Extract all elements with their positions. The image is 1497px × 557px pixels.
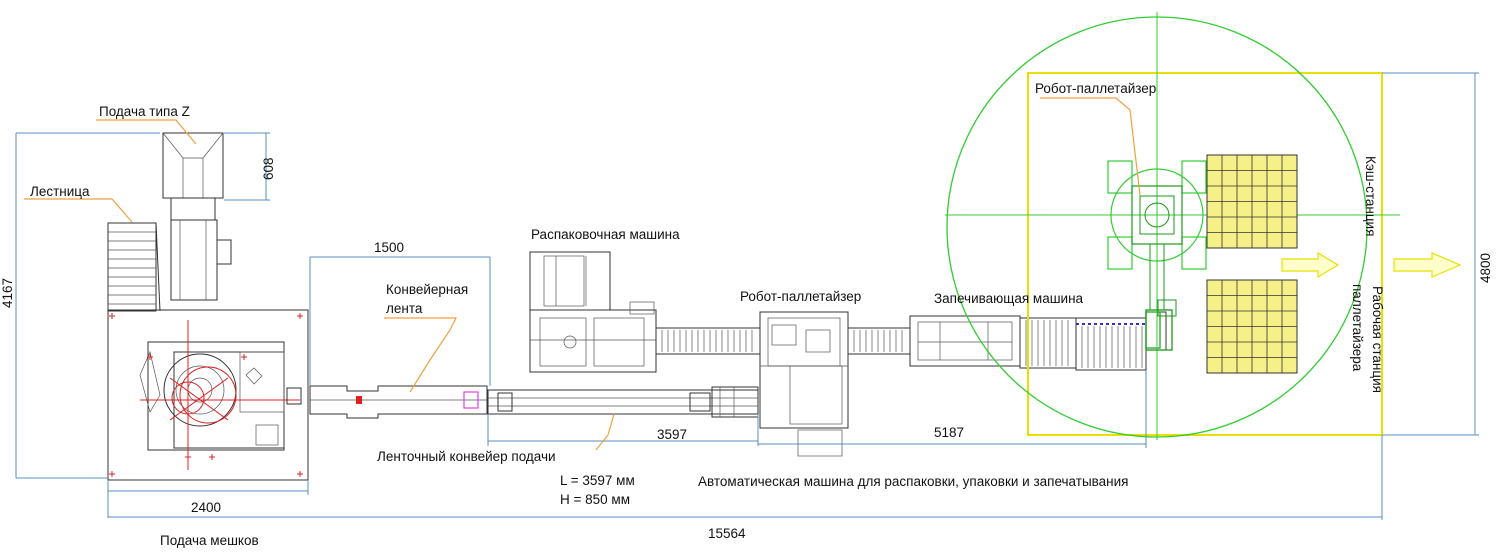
dim-4167: 4167	[0, 278, 15, 308]
label-conveyor-belt-1: Конвейерная	[386, 282, 468, 297]
feed-belt-conveyor	[487, 386, 759, 418]
label-spec-l: L = 3597 мм	[560, 473, 635, 488]
pallet-upper	[1206, 154, 1298, 249]
dim-2400: 2400	[191, 500, 221, 515]
dim-1500: 1500	[374, 240, 404, 255]
label-z-feeder: Подача типа Z	[99, 104, 190, 119]
flow-arrow-1	[1281, 251, 1340, 279]
label-ladder: Лестница	[30, 184, 90, 199]
label-robot-palletizer-top: Робот-паллетайзер	[1035, 81, 1156, 96]
label-robot-palletizer-mid: Робот-паллетайзер	[740, 289, 861, 304]
label-unpacking-machine: Распаковочная машина	[531, 227, 680, 242]
dim-5187: 5187	[934, 425, 964, 440]
sealing-machine	[909, 311, 1167, 371]
label-sealing-machine: Запечивающая машина	[934, 291, 1084, 306]
label-spec-h: H = 850 мм	[560, 492, 630, 507]
dim-4800: 4800	[1478, 253, 1493, 283]
label-feed-belt-conveyor: Ленточный конвейер подачи	[377, 449, 556, 464]
pallet-lower	[1206, 279, 1298, 374]
label-working-station-1: Рабочая станция	[1370, 286, 1385, 393]
label-cache-station: Кэш-станция	[1363, 156, 1378, 236]
label-working-station-2: паллетайзера	[1350, 284, 1365, 372]
label-conveyor-belt-2: лента	[386, 301, 423, 316]
flow-arrow-2	[1393, 252, 1462, 278]
palletizer-cell	[945, 12, 1462, 440]
dim-608: 608	[261, 157, 276, 180]
ladder	[107, 222, 161, 312]
z-feeder	[162, 132, 232, 301]
leader-lines	[24, 97, 1141, 451]
robot-palletizer-mid	[759, 311, 911, 457]
robot-base	[1107, 160, 1207, 351]
bag-feeding-station	[107, 309, 309, 481]
dimension-lines	[15, 72, 1479, 520]
unpacking-machine	[529, 251, 761, 373]
conveyor-belt	[309, 385, 488, 419]
label-bag-feeding: Подача мешков	[160, 533, 259, 548]
label-auto-machine: Автоматическая машина для распаковки, уп…	[698, 474, 1129, 489]
dim-3597: 3597	[657, 427, 687, 442]
dim-15564: 15564	[708, 526, 746, 541]
